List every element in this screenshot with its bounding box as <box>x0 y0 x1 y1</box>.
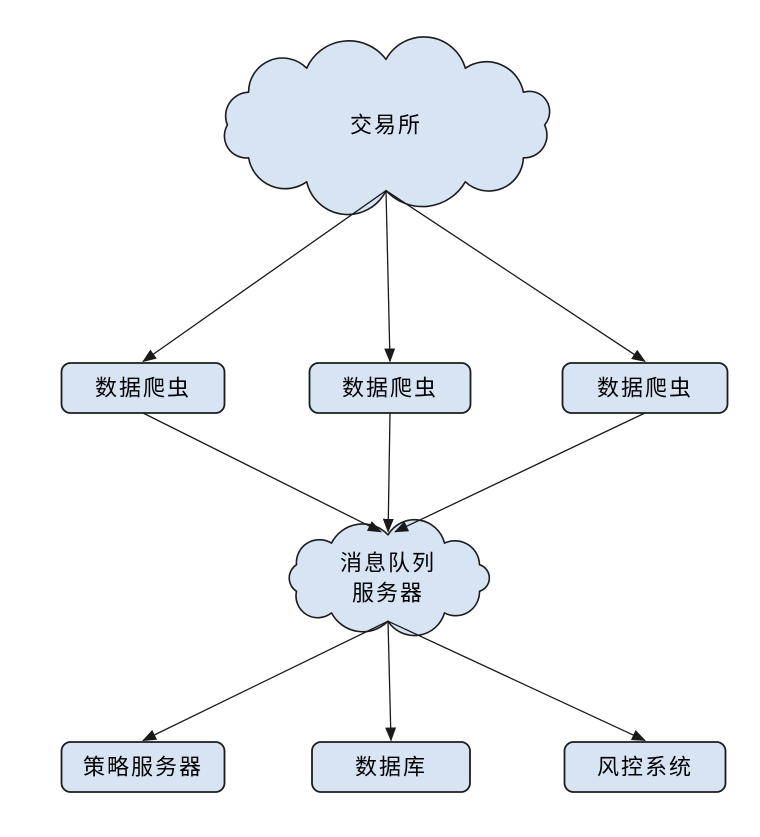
node-crawler-3-label: 数据爬虫 <box>597 377 693 402</box>
node-exchange-cloud: 交易所 <box>223 36 551 216</box>
node-mq-server-label: 消息队列 <box>340 552 436 577</box>
node-crawler-2-box: 数据爬虫 <box>308 362 472 414</box>
edge-crawler-3-to-mq-server <box>394 412 646 533</box>
edge-mq-server-to-database <box>385 621 397 742</box>
edge-exchange-to-crawler-2 <box>384 190 396 363</box>
edge-exchange-to-crawler-1 <box>142 190 387 363</box>
edge-exchange-to-crawler-3 <box>385 190 646 363</box>
node-crawler-2-label: 数据爬虫 <box>342 377 438 402</box>
edge-crawler-1-to-mq-server <box>142 412 382 533</box>
node-database-box: 数据库 <box>311 741 471 793</box>
node-strategy-server-box: 策略服务器 <box>60 741 226 793</box>
node-database-label: 数据库 <box>355 756 427 781</box>
edge-crawler-2-to-mq-server <box>382 412 394 533</box>
node-risk-system-box: 风控系统 <box>563 741 727 793</box>
node-crawler-1-box: 数据爬虫 <box>60 362 226 414</box>
edge-mq-server-to-strategy-server <box>142 620 389 742</box>
node-strategy-server-label: 策略服务器 <box>83 756 203 781</box>
node-exchange-label: 交易所 <box>350 114 422 139</box>
node-mq-server-label: 服务器 <box>352 582 424 607</box>
node-risk-system-label: 风控系统 <box>597 756 693 781</box>
edge-mq-server-to-risk-system <box>387 620 646 742</box>
node-crawler-3-box: 数据爬虫 <box>561 362 729 414</box>
node-crawler-1-label: 数据爬虫 <box>95 377 191 402</box>
